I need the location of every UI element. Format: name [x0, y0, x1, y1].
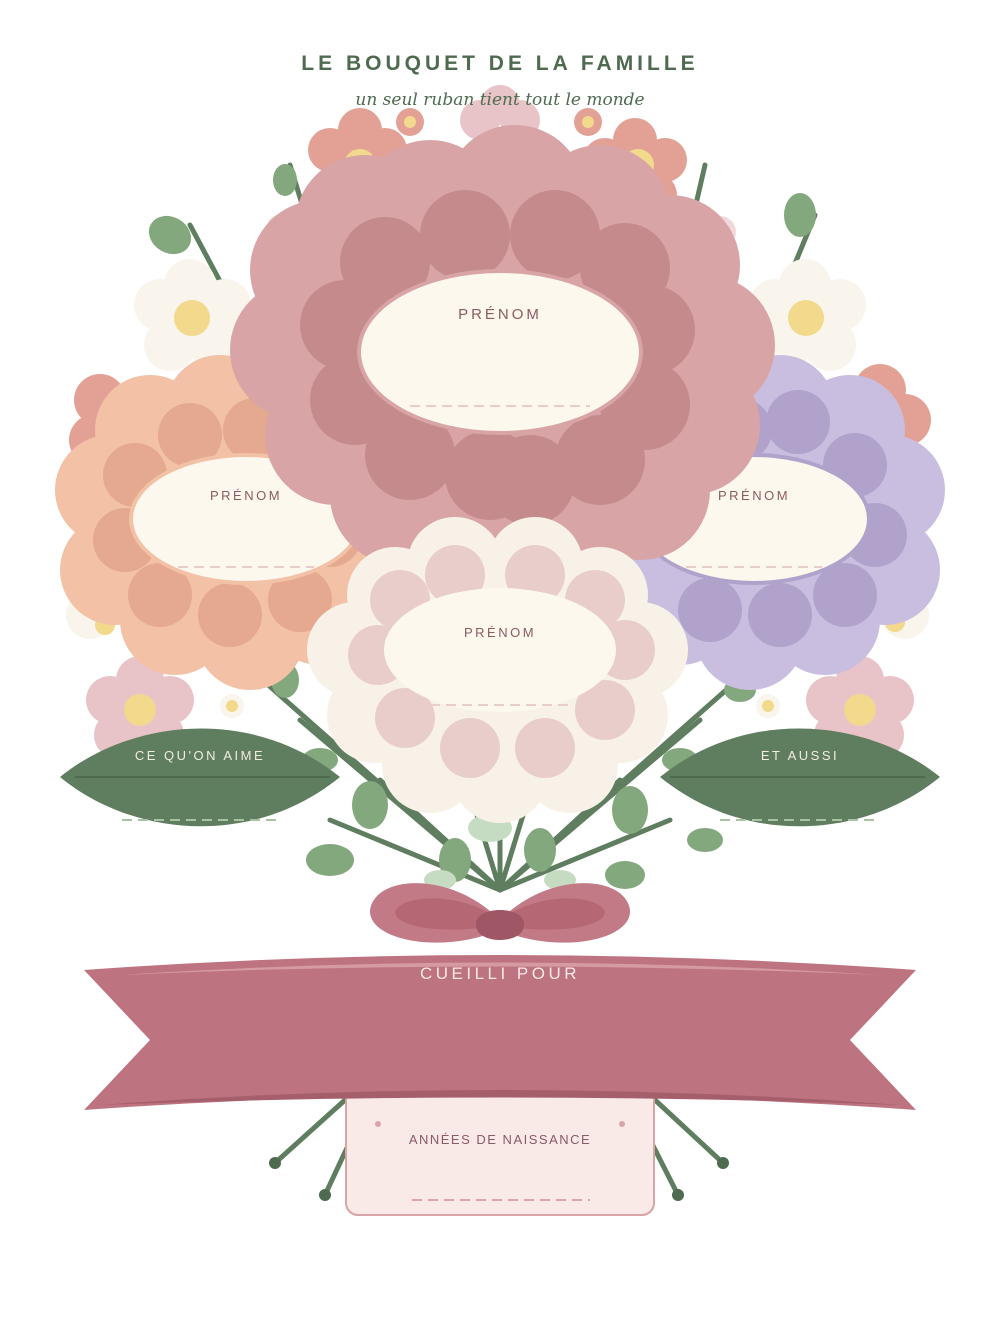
leaf-right-label[interactable]: ET AUSSI: [760, 748, 840, 763]
left-name-label[interactable]: PRÉNOM: [209, 488, 283, 503]
ribbon-label[interactable]: CUEILLI POUR: [419, 964, 581, 983]
right-name-label[interactable]: PRÉNOM: [717, 488, 791, 503]
flower-center: [307, 517, 688, 823]
birth-years-tag: [345, 1079, 655, 1216]
main-name-label[interactable]: PRÉNOM: [458, 306, 542, 323]
leaf-left: [60, 728, 340, 827]
small-leaves: [148, 164, 816, 889]
birth-years-label[interactable]: ANNÉES DE NAISSANCE: [408, 1132, 592, 1147]
page-subtitle: un seul ruban tient tout le monde: [355, 90, 645, 110]
leaf-left-label[interactable]: CE QU'ON AIME: [134, 748, 266, 763]
bow: [369, 883, 631, 943]
stem-ends: [269, 1157, 729, 1201]
ribbon-banner: [84, 955, 916, 1110]
page-title: LE BOUQUET DE LA FAMILLE: [301, 52, 699, 75]
center-name-label[interactable]: PRÉNOM: [463, 625, 537, 640]
leaf-right: [660, 728, 940, 827]
